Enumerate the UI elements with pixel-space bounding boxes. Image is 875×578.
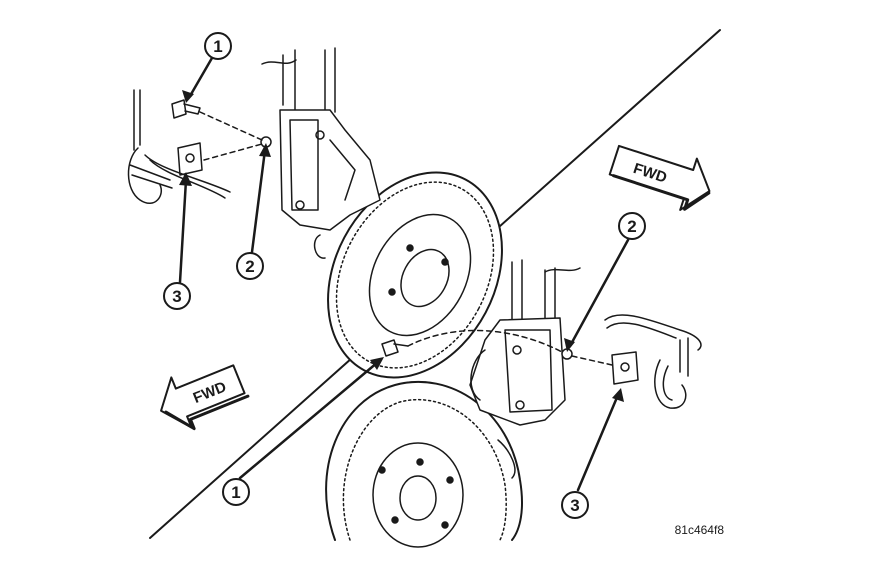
fwd-arrow-top-right: FWD xyxy=(608,144,711,211)
knuckle-bottom xyxy=(469,259,581,479)
callout-bolt-top: 1 xyxy=(213,37,222,56)
bolt-top xyxy=(171,99,201,119)
callout-bolt-bottom: 1 xyxy=(231,483,240,502)
callout-nut-bottom: 2 xyxy=(627,217,636,236)
figure-code: 81c464f8 xyxy=(675,523,725,537)
bolt-bottom xyxy=(381,339,409,357)
callout-nut-top: 2 xyxy=(245,257,254,276)
callout-sensor-top: 3 xyxy=(172,287,181,306)
bottom-right-view xyxy=(325,259,702,548)
alignment-line-top xyxy=(199,111,263,161)
callout-leaders xyxy=(178,56,630,492)
callout-circles xyxy=(163,32,646,519)
brake-rotor-bottom xyxy=(325,380,523,548)
fwd-arrow-bottom-left: FWD xyxy=(160,364,250,431)
wheel-speed-sensor-top xyxy=(127,89,231,205)
alignment-line-bottom xyxy=(407,329,613,366)
callout-arrowheads xyxy=(179,90,624,402)
callout-sensor-bottom: 3 xyxy=(570,496,579,515)
wheel-speed-sensor-bottom xyxy=(604,314,702,409)
top-left-view xyxy=(127,47,503,379)
knuckle-top xyxy=(261,47,381,259)
brake-rotor-top xyxy=(327,171,503,379)
